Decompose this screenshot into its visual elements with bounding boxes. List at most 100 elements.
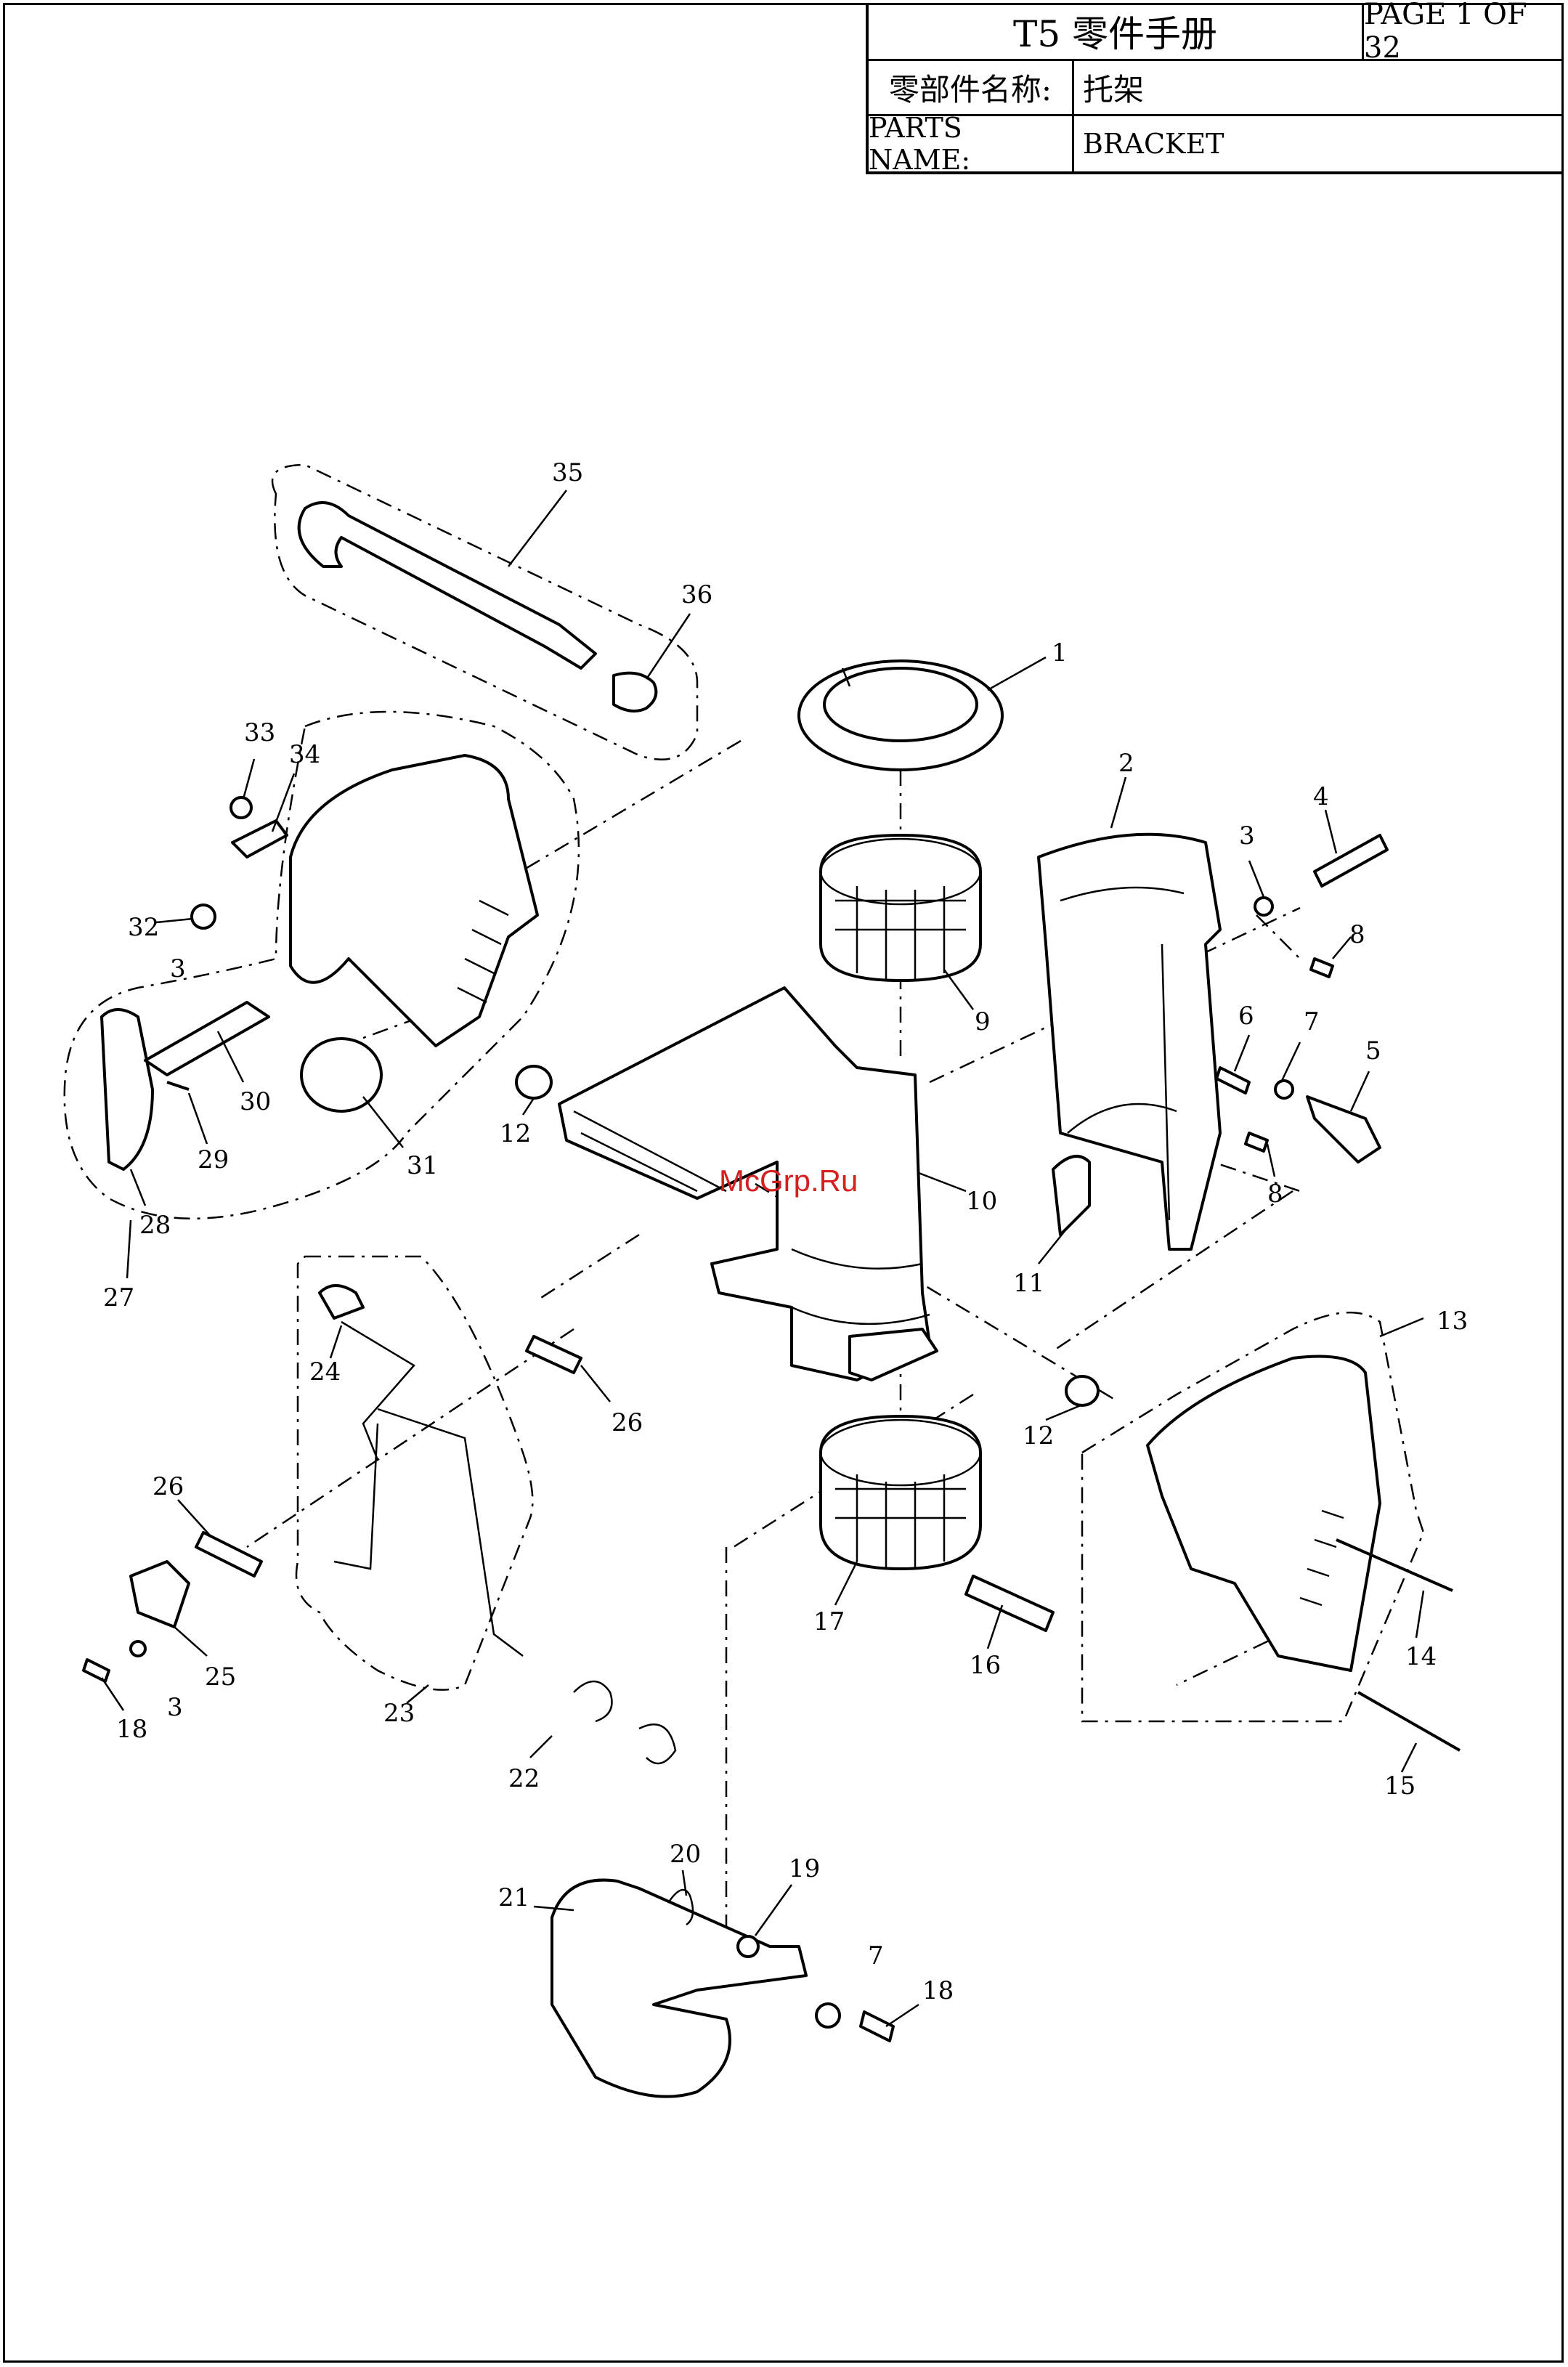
part-32-nut <box>192 905 215 928</box>
leader-26b <box>178 1500 211 1536</box>
callout-30: 30 <box>240 1087 271 1116</box>
callout-23: 23 <box>383 1699 415 1728</box>
leader-3a <box>1249 861 1264 897</box>
callout-6: 6 <box>1238 1002 1254 1031</box>
callout-11: 11 <box>1013 1269 1044 1298</box>
leader-13 <box>1380 1318 1423 1336</box>
callout-31: 31 <box>407 1151 438 1180</box>
leader-20 <box>683 1870 686 1896</box>
callout-12b: 12 <box>1023 1421 1054 1450</box>
axis-line-4 <box>508 741 741 879</box>
leader-24 <box>330 1325 341 1358</box>
part-12-bush-upper <box>516 1066 551 1098</box>
leader-6 <box>1235 1035 1249 1071</box>
callout-36: 36 <box>681 580 712 609</box>
leader-28 <box>131 1169 145 1206</box>
part-7-washer-right <box>1275 1081 1293 1098</box>
part-22-spring <box>574 1681 675 1763</box>
callout-3c: 3 <box>167 1693 183 1722</box>
callout-9: 9 <box>975 1007 991 1036</box>
leader-4 <box>1325 810 1336 853</box>
part-28-handle-grip <box>102 1010 153 1169</box>
leader-19 <box>755 1885 792 1936</box>
leader-33 <box>243 759 254 799</box>
leader-35 <box>508 490 566 567</box>
callout-29: 29 <box>198 1145 229 1174</box>
callout-18b: 18 <box>116 1715 147 1744</box>
part-9-upper-bushing <box>821 835 980 981</box>
callout-20: 20 <box>670 1840 701 1869</box>
part-18-bolt-lower <box>861 2012 893 2041</box>
part-7-washer-lower <box>816 2004 840 2027</box>
leader-14 <box>1416 1591 1423 1638</box>
part-8-grease-nipple-upper <box>1311 959 1333 977</box>
leader-18b <box>102 1678 123 1710</box>
leader-5 <box>1351 1071 1369 1111</box>
callout-21: 21 <box>498 1883 529 1912</box>
part-12-bush-lower <box>1066 1376 1098 1405</box>
part-35-tiller-pin <box>299 503 596 668</box>
part-21-stopper <box>552 1880 806 2097</box>
callout-3b: 3 <box>170 954 186 983</box>
callout-2: 2 <box>1118 749 1134 778</box>
part-13-stern-bracket-half <box>1147 1357 1380 1671</box>
callout-28: 28 <box>139 1211 171 1240</box>
part-26-pin-lower <box>196 1532 261 1576</box>
callout-35: 35 <box>552 458 583 487</box>
part-27-tiller-bracket <box>291 755 537 1046</box>
part-24-sleeve <box>320 1286 363 1318</box>
part-11-pad <box>1053 1156 1089 1235</box>
leader-10 <box>919 1173 966 1191</box>
leader-8a <box>1333 937 1351 959</box>
axis-line-6 <box>1256 915 1300 959</box>
leader-25 <box>174 1627 207 1656</box>
part-3-washer-left <box>131 1641 145 1656</box>
callout-5: 5 <box>1365 1036 1381 1065</box>
leader-26a <box>581 1365 610 1402</box>
part-19-spring-clip <box>738 1936 758 1957</box>
part-29-pin <box>167 1082 189 1089</box>
leader-12b <box>1046 1405 1081 1420</box>
leader-32 <box>156 919 192 922</box>
callout-4: 4 <box>1313 782 1329 811</box>
callout-7a: 7 <box>1304 1007 1320 1036</box>
part-23-tilt-lever <box>334 1322 523 1656</box>
callout-17: 17 <box>813 1607 845 1636</box>
leader-1 <box>988 657 1046 690</box>
part-15-bolt <box>1358 1692 1460 1750</box>
callout-26a: 26 <box>612 1408 643 1437</box>
part-16-pin <box>966 1576 1053 1631</box>
callout-12a: 12 <box>500 1119 531 1148</box>
part-30-spring-bolt <box>145 1002 269 1075</box>
watermark: McGrp.Ru <box>719 1164 858 1198</box>
callout-15: 15 <box>1384 1771 1415 1800</box>
leader-16 <box>988 1605 1002 1649</box>
callout-8b: 8 <box>1267 1180 1283 1209</box>
callout-34: 34 <box>289 740 320 769</box>
leader-31 <box>363 1097 403 1148</box>
callout-33: 33 <box>244 718 275 747</box>
callout-22: 22 <box>508 1764 540 1793</box>
callout-7b: 7 <box>868 1941 884 1970</box>
axis-line-11 <box>247 1329 574 1547</box>
callout-3a: 3 <box>1239 821 1255 850</box>
leader-8b <box>1267 1144 1275 1177</box>
callout-16: 16 <box>970 1651 1001 1680</box>
leader-29 <box>189 1093 207 1144</box>
part-33-nut <box>231 797 251 818</box>
leader-15 <box>1402 1743 1416 1772</box>
callout-13: 13 <box>1437 1307 1468 1336</box>
leader-22 <box>530 1736 552 1758</box>
callout-24: 24 <box>309 1357 341 1386</box>
part-6-spring <box>1216 1068 1249 1093</box>
leader-17 <box>835 1562 857 1605</box>
part-8-grease-nipple-lower <box>1246 1133 1267 1151</box>
part-10-clamp-tab <box>850 1329 937 1380</box>
part-5-lever <box>1307 1097 1380 1162</box>
axis-line-10 <box>537 1235 639 1300</box>
leader-36 <box>646 614 690 679</box>
part-17-lower-bushing <box>821 1416 980 1569</box>
callout-14: 14 <box>1405 1642 1437 1671</box>
callout-8a: 8 <box>1349 920 1365 949</box>
